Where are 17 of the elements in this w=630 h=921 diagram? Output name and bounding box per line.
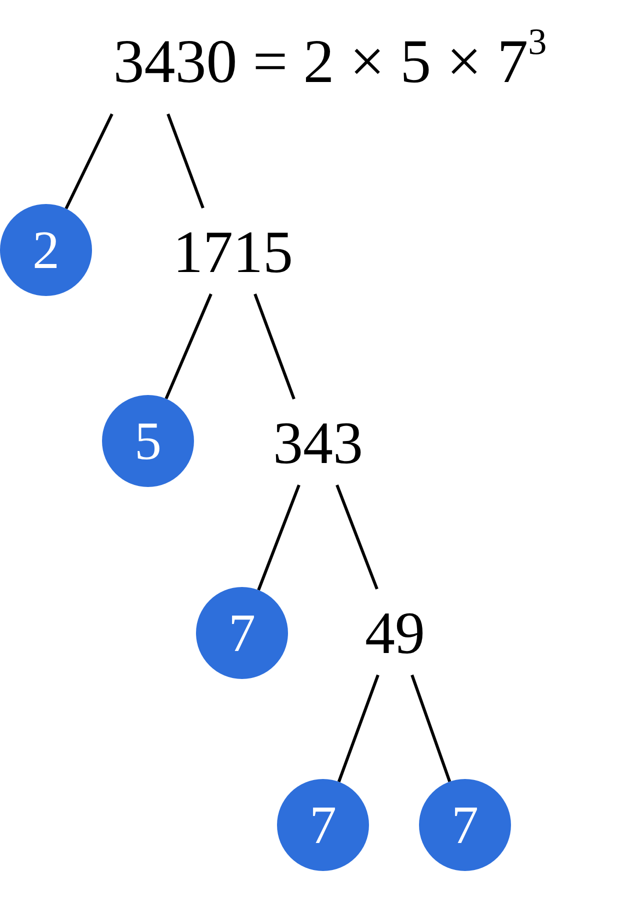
factorization-equation: 3430 = 2 × 5 × 7$^{3}$ (40, 22, 620, 102)
connector-line (254, 293, 296, 400)
connector-line (166, 113, 204, 209)
prime-factor-circle: 7 (277, 779, 369, 871)
connector-line (164, 293, 212, 400)
prime-factor-circle: 5 (102, 395, 194, 487)
prime-factor-circle: 2 (0, 204, 92, 296)
connector-line (64, 113, 114, 210)
composite-number: 49 (350, 603, 440, 663)
prime-factor-circle: 7 (419, 779, 511, 871)
composite-number: 1715 (158, 222, 308, 282)
connector-line (337, 674, 380, 782)
prime-factor-circle: 7 (196, 587, 288, 679)
composite-number: 343 (258, 413, 378, 473)
connector-line (410, 674, 452, 782)
connector-line (336, 484, 378, 590)
connector-line (257, 484, 300, 591)
